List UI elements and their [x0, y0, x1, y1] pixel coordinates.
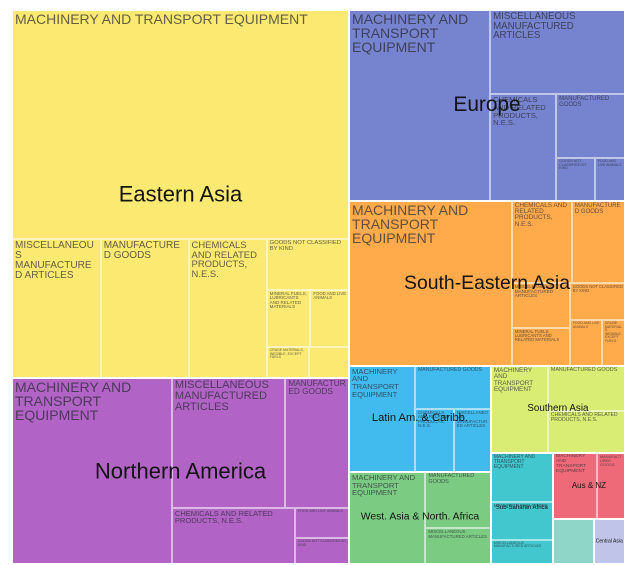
- cell-label: MANUFACTURED GOODS: [428, 473, 475, 485]
- cell-south-eastern-asia-manufactured-goods: MANUFACTURED GOODS: [571, 200, 625, 284]
- cell-latin-am-caribb-chemicals-and-related-products-n-e-s: CHEMICALS AND RELATED PRODUCTS, N.E.S.: [414, 408, 454, 473]
- cell-northern-america-manufactured-goods: MANUFACTURED GOODS: [285, 377, 350, 508]
- cell-label: MINERAL FUELS, LUBRICANTS AND RELATED MA…: [514, 328, 560, 343]
- cell-label: MACHINERY AND TRANSPORT EQUIPMENT: [493, 453, 536, 470]
- cell-eastern-asia-miscellaneous-manufactured-articles: MISCELLANEOUS MANUFACTURED ARTICLES: [12, 239, 101, 378]
- cell-label: MACHINERY AND TRANSPORT EQUIPMENT: [15, 378, 132, 423]
- cell-eastern-asia-chemicals-and-related-products-n-e-s: CHEMICALS AND RELATED PRODUCTS, N.E.S.: [188, 239, 267, 378]
- cell-west-asia-north-africa-miscellaneous-manufactured-articles: MISCELLANEOUS MANUFACTURED ARTICLES: [425, 528, 491, 564]
- cell-south-eastern-asia-miscellaneous-manufactured-articles: MISCELLANEOUS MANUFACTURED ARTICLES: [511, 283, 570, 328]
- cell-northern-america-machinery-and-transport-equipment: MACHINERY AND TRANSPORT EQUIPMENT: [12, 377, 172, 564]
- cell-label: MANUFACTURED GOODS: [550, 366, 618, 373]
- cell-label: MINERAL FUELS, LUBRICANTS AND RELATED MA…: [269, 290, 307, 310]
- cell-southern-asia-chemicals-and-related-products-n-e-s: CHEMICALS AND RELATED PRODUCTS, N.E.S.: [547, 411, 625, 453]
- cell-europe-food-and-live-animals: FOOD AND LIVE ANIMALS: [594, 158, 625, 201]
- cell-label: CRUDE MATERIALS, INEDIBLE, EXCEPT FUELS: [269, 348, 304, 360]
- cell-label: CHEMICALS AND RELATED PRODUCTS, N.E.S.: [174, 508, 273, 526]
- cell-label: MACHINERY AND TRANSPORT EQUIPMENT: [352, 201, 469, 246]
- cell-label: CHEMICALS AND RELATED PRODUCTS, N.E.S.: [514, 201, 567, 228]
- cell-sub-saharan-africa-machinery-and-transport-equipment: MACHINERY AND TRANSPORT EQUIPMENT: [490, 452, 553, 502]
- cell-label: MANUFACTURED GOODS: [493, 502, 548, 508]
- cell-label: GOODS NOT CLASSIFIED BY KIND: [559, 159, 587, 171]
- cell-southern-asia-manufactured-goods: MANUFACTURED GOODS: [547, 365, 625, 412]
- cell-northern-america-goods-not-classified-by-kind: GOODS NOT CLASSIFIED BY KIND: [294, 538, 350, 564]
- cell-label: GOODS NOT CLASSIFIED BY KIND: [297, 539, 347, 547]
- cell-label: FOOD AND LIVE ANIMALS: [572, 321, 600, 329]
- cell-west-asia-north-africa-machinery-and-transport-equipment: MACHINERY AND TRANSPORT EQUIPMENT: [349, 472, 426, 564]
- cell-label: GOODS NOT CLASSIFIED BY KIND: [572, 284, 623, 294]
- cell-label: FOOD AND LIVE ANIMALS: [297, 508, 343, 513]
- cell-eastern-asia-food-and-live-animals: FOOD AND LIVE ANIMALS: [310, 289, 350, 348]
- cell-label: FOOD AND LIVE ANIMALS: [313, 290, 347, 300]
- cell-label: MANUFACTURED GOODS: [599, 453, 622, 467]
- cell-northern-america-miscellaneous-manufactured-articles: MISCELLANEOUS MANUFACTURED ARTICLES: [171, 377, 286, 508]
- cell-label: MISCELLANEOUS MANUFACTURED ARTICLES: [428, 529, 488, 539]
- cell-label: MISCELLANEOUS MANUFACTURED ARTICLES: [15, 240, 94, 282]
- cell-eastern-asia-manufactured-goods: MANUFACTURED GOODS: [100, 239, 189, 378]
- cell-label: MANUFACTURED GOODS: [103, 240, 180, 262]
- cell-central-asia-unlabeled: [593, 519, 625, 564]
- cell-aus-nz-machinery-and-transport-equipment: MACHINERY AND TRANSPORT EQUIPMENT: [552, 452, 597, 520]
- cell-eastern-asia-mineral-fuels-lubricants-and-related-materials: MINERAL FUELS, LUBRICANTS AND RELATED MA…: [266, 289, 311, 348]
- cell-label: MISCELLANEOUS MANUFACTURED ARTICLES: [493, 11, 576, 42]
- cell-northern-america-chemicals-and-related-products-n-e-s: CHEMICALS AND RELATED PRODUCTS, N.E.S.: [171, 507, 295, 564]
- cell-sub-saharan-africa-manufactured-goods: MANUFACTURED GOODS: [490, 501, 553, 540]
- cell-label: CHEMICALS AND RELATED PRODUCTS, N.E.S.: [550, 412, 618, 424]
- cell-west-asia-north-africa-manufactured-goods: MANUFACTURED GOODS: [425, 472, 491, 529]
- cell-label: CHEMICALS AND RELATED PRODUCTS, N.E.S.: [191, 240, 257, 280]
- cell-label: MANUFACTURED GOODS: [417, 366, 482, 373]
- cell-south-eastern-asia-crude-materials-inedible-except-fuels: CRUDE MATERIALS, INEDIBLE, EXCEPT FUELS: [601, 320, 625, 366]
- cell-latin-am-caribb-manufactured-goods: MANUFACTURED GOODS: [414, 365, 491, 409]
- cell-label: MACHINERY AND TRANSPORT EQUIPMENT: [15, 11, 308, 27]
- cell-label: MISCELLANEOUS MANUFACTURED ARTICLES: [174, 378, 269, 413]
- cell-latin-am-caribb-machinery-and-transport-equipment: MACHINERY AND TRANSPORT EQUIPMENT: [349, 365, 415, 473]
- cell-eastern-asia-goods-not-classified-by-kind: GOODS NOT CLASSIFIED BY KIND: [266, 239, 350, 290]
- cell-south-eastern-asia-mineral-fuels-lubricants-and-related-materials: MINERAL FUELS, LUBRICANTS AND RELATED MA…: [511, 327, 570, 366]
- cell-label: MANUFACTURED GOODS: [288, 378, 346, 396]
- cell-northern-america-food-and-live-animals: FOOD AND LIVE ANIMALS: [294, 507, 350, 539]
- cell-europe-manufactured-goods: MANUFACTURED GOODS: [556, 94, 625, 159]
- cell-label: MACHINERY AND TRANSPORT EQUIPMENT: [493, 366, 534, 393]
- cell-label: MACHINERY AND TRANSPORT EQUIPMENT: [352, 366, 399, 399]
- cell-label: MISCELLANEOUS MANUFACTURED ARTICLES: [514, 284, 554, 299]
- cell-eastern-europe-unlabeled: [552, 519, 594, 564]
- cell-south-eastern-asia-chemicals-and-related-products-n-e-s: CHEMICALS AND RELATED PRODUCTS, N.E.S.: [511, 200, 572, 284]
- cell-europe-chemicals-and-related-products-n-e-s: CHEMICALS AND RELATED PRODUCTS, N.E.S.: [490, 94, 557, 201]
- cell-label: GOODS NOT CLASSIFIED BY KIND: [269, 240, 342, 253]
- cell-latin-am-caribb-miscellaneous-manufactured-articles: MISCELLANEOUS MANUFACTURED ARTICLES: [453, 408, 491, 473]
- cell-south-eastern-asia-goods-not-classified-by-kind: GOODS NOT CLASSIFIED BY KIND: [569, 283, 625, 321]
- cell-aus-nz-manufactured-goods: MANUFACTURED GOODS: [596, 452, 625, 520]
- cell-label: MISCELLANEOUS MANUFACTURED ARTICLES: [456, 409, 488, 429]
- cell-label: MANUFACTURED GOODS: [574, 202, 621, 215]
- cell-label: CRUDE MATERIALS, INEDIBLE, EXCEPT FUELS: [604, 321, 623, 343]
- cell-label: MACHINERY AND TRANSPORT EQUIPMENT: [352, 473, 416, 498]
- cell-label: MACHINERY AND TRANSPORT EQUIPMENT: [555, 453, 587, 474]
- cell-europe-miscellaneous-manufactured-articles: MISCELLANEOUS MANUFACTURED ARTICLES: [490, 10, 625, 95]
- cell-south-eastern-asia-food-and-live-animals: FOOD AND LIVE ANIMALS: [569, 320, 602, 366]
- cell-eastern-asia-unlabeled: [308, 347, 350, 378]
- cell-south-eastern-asia-machinery-and-transport-equipment: MACHINERY AND TRANSPORT EQUIPMENT: [349, 200, 512, 366]
- cell-sub-saharan-africa-miscellaneous-manufactured-articles: MISCELLANEOUS MANUFACTURED ARTICLES: [490, 539, 553, 564]
- cell-label: FOOD AND LIVE ANIMALS: [597, 159, 622, 167]
- cell-label: CHEMICALS AND RELATED PRODUCTS, N.E.S.: [417, 409, 450, 429]
- cell-europe-machinery-and-transport-equipment: MACHINERY AND TRANSPORT EQUIPMENT: [349, 10, 491, 201]
- cell-label: CHEMICALS AND RELATED PRODUCTS, N.E.S.: [493, 95, 546, 128]
- cell-eastern-asia-machinery-and-transport-equipment: MACHINERY AND TRANSPORT EQUIPMENT: [12, 10, 350, 240]
- cell-eastern-asia-crude-materials-inedible-except-fuels: CRUDE MATERIALS, INEDIBLE, EXCEPT FUELS: [266, 347, 309, 378]
- cell-europe-goods-not-classified-by-kind: GOODS NOT CLASSIFIED BY KIND: [556, 158, 595, 201]
- cell-label: MISCELLANEOUS MANUFACTURED ARTICLES: [493, 540, 542, 549]
- cell-southern-asia-machinery-and-transport-equipment: MACHINERY AND TRANSPORT EQUIPMENT: [490, 365, 548, 453]
- cell-label: MACHINERY AND TRANSPORT EQUIPMENT: [352, 11, 469, 55]
- cell-label: MANUFACTURED GOODS: [559, 96, 610, 109]
